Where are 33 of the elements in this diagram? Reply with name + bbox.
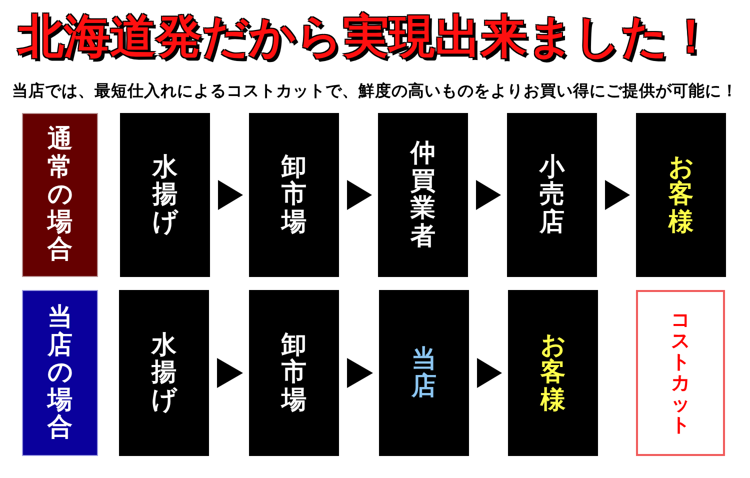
row-label: 通常の場合 xyxy=(48,126,72,264)
arrow xyxy=(218,180,243,210)
note-label: コストカット xyxy=(671,310,690,436)
arrow xyxy=(605,180,630,210)
process-box xyxy=(636,113,726,277)
row-label: 当店の場合 xyxy=(48,304,72,442)
arrow xyxy=(477,358,502,388)
arrow xyxy=(347,358,373,388)
process-box xyxy=(249,113,339,277)
note-box xyxy=(636,290,725,456)
step-label: 仲買業者 xyxy=(410,140,436,250)
arrow xyxy=(347,180,372,210)
process-box xyxy=(379,290,469,456)
title: 北海道発だから実現出来ました！ xyxy=(18,10,714,63)
process-box xyxy=(120,113,210,277)
process-box xyxy=(119,290,209,456)
arrow xyxy=(217,358,243,388)
process-box xyxy=(507,113,597,277)
step-label: 卸市場 xyxy=(282,332,306,414)
process-box xyxy=(508,290,598,456)
step-label: お客様 xyxy=(540,332,566,414)
row-label-box xyxy=(22,290,98,456)
step-label: 水揚げ xyxy=(152,332,176,414)
step-label: 水揚げ xyxy=(152,154,178,236)
row-label-box xyxy=(22,113,98,277)
step-label: お客様 xyxy=(668,154,694,236)
process-box xyxy=(249,290,339,456)
subtitle: 当店では、最短仕入れによるコストカットで、鮮度の高いものをよりお買い得にご提供が可能に！ xyxy=(12,82,738,102)
arrow xyxy=(476,180,501,210)
step-label: 当店 xyxy=(412,346,436,400)
process-box xyxy=(378,113,468,277)
step-label: 小売店 xyxy=(540,154,564,236)
step-label: 卸市場 xyxy=(282,154,306,236)
